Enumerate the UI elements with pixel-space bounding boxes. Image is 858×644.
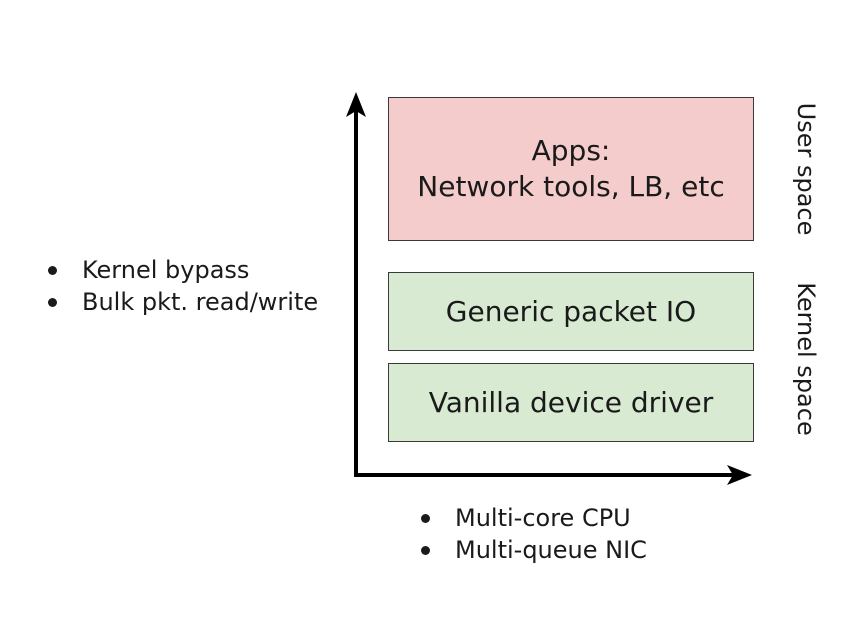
list-item: Multi-queue NIC — [417, 534, 647, 566]
device-driver-label: Vanilla device driver — [428, 385, 714, 419]
user-space-label: User space — [792, 102, 820, 236]
generic-packet-io-box: Generic packet IO — [388, 272, 754, 351]
apps-layer-title: Apps: — [531, 134, 611, 167]
list-item: Bulk pkt. read/write — [44, 286, 318, 318]
horizontal-axis-arrowhead — [727, 465, 752, 485]
horizontal-axis-notes: Multi-core CPU Multi-queue NIC — [417, 502, 647, 566]
device-driver-box: Vanilla device driver — [388, 363, 754, 442]
vertical-axis-notes: Kernel bypass Bulk pkt. read/write — [44, 254, 318, 318]
vertical-axis-arrowhead — [346, 92, 366, 117]
apps-layer-subtitle: Network tools, LB, etc — [417, 170, 725, 203]
list-item: Kernel bypass — [44, 254, 318, 286]
kernel-space-label: Kernel space — [792, 282, 820, 436]
list-item: Multi-core CPU — [417, 502, 647, 534]
apps-layer-box: Apps: Network tools, LB, etc — [388, 97, 754, 241]
generic-packet-io-label: Generic packet IO — [445, 294, 697, 328]
